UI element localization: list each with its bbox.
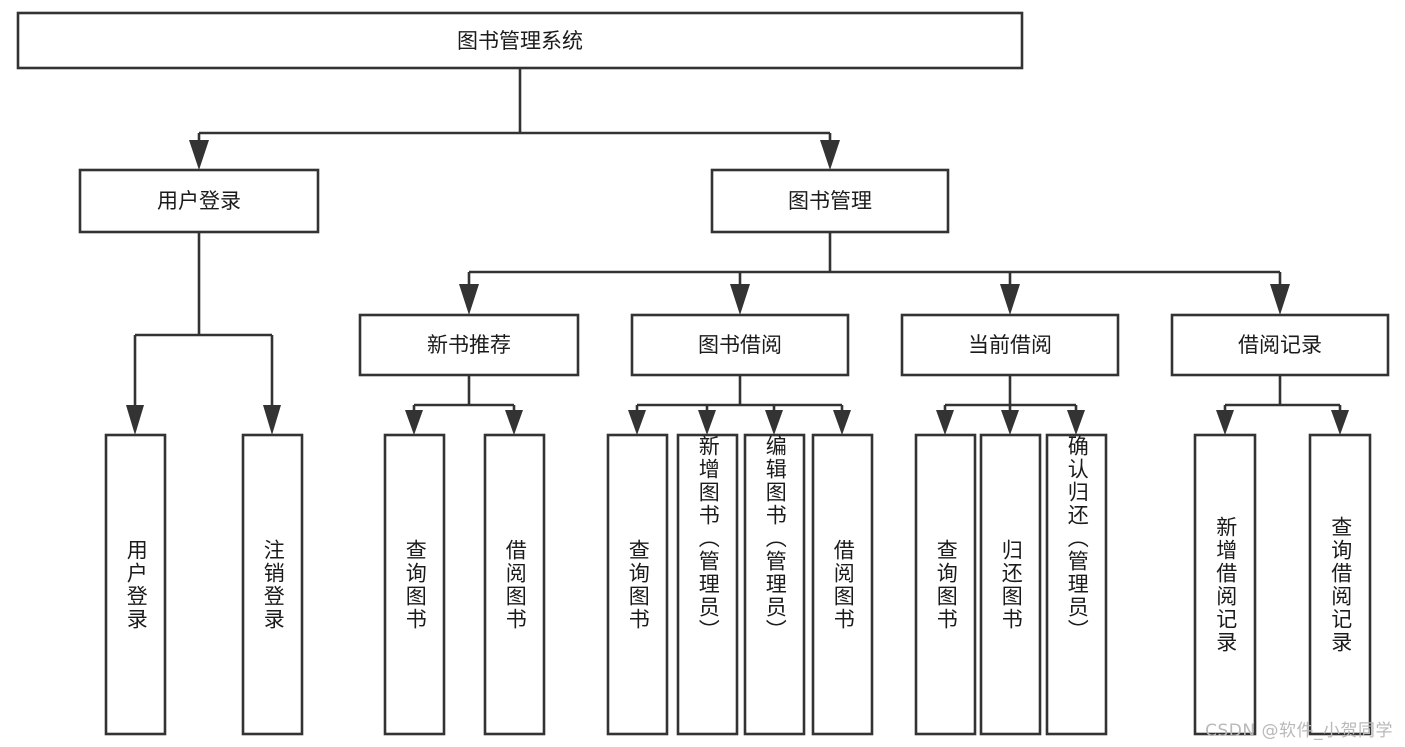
edge-group-user-login [126, 232, 281, 435]
node-current-borrow-label: 当前借阅 [968, 333, 1052, 357]
node-book-borrow-label: 图书借阅 [698, 333, 782, 357]
node-borrow-record-label: 借阅记录 [1238, 333, 1322, 357]
arrow-current-to-l3-icon [1067, 410, 1085, 435]
leaf-box-user-login[interactable] [104, 433, 167, 736]
node-book-manage-label: 图书管理 [788, 189, 872, 213]
leaf-box-query-book-current[interactable] [914, 433, 977, 736]
arrow-record-to-l2-icon [1331, 410, 1349, 435]
leaf-box-return-book[interactable] [979, 433, 1042, 736]
node-new-book-recommend-label: 新书推荐 [427, 333, 511, 357]
arrow-borrow-to-l4-icon [833, 410, 851, 435]
node-current-borrow[interactable]: 当前借阅 [900, 313, 1120, 377]
arrow-user-to-l1-icon [126, 405, 144, 435]
csdn-watermark: CSDN @软件_小贺同学 [1205, 721, 1393, 741]
leaf-box-query-book-borrow[interactable] [606, 433, 669, 736]
edge-group-current-borrow [936, 375, 1085, 435]
arrow-newbook-to-l2-icon [505, 410, 523, 435]
leaf-box-edit-book-admin[interactable] [743, 433, 806, 736]
edge-group-new-book [405, 375, 523, 435]
node-root-label: 图书管理系统 [457, 29, 583, 53]
arrow-record-to-l1-icon [1216, 410, 1234, 435]
arrow-root-to-user-icon [189, 140, 209, 170]
edge-group-root [189, 68, 840, 170]
node-book-manage[interactable]: 图书管理 [710, 168, 950, 234]
node-new-book-recommend[interactable]: 新书推荐 [358, 313, 580, 377]
node-book-manage-box[interactable] [710, 168, 950, 234]
arrow-current-to-l2-icon [1001, 410, 1019, 435]
arrow-current-to-l1-icon [936, 410, 954, 435]
leaf-box-query-borrow-record[interactable] [1308, 433, 1372, 736]
node-borrow-record-box[interactable] [1170, 313, 1390, 377]
node-user-login[interactable]: 用户登录 [78, 168, 320, 234]
leaf-box-confirm-return-admin[interactable] [1045, 433, 1108, 736]
node-current-borrow-box[interactable] [900, 313, 1120, 377]
arrow-book-to-borrow-icon [730, 284, 750, 315]
leaf-box-add-borrow-record[interactable] [1193, 433, 1257, 736]
node-new-book-recommend-box[interactable] [358, 313, 580, 377]
arrow-borrow-to-l3-icon [765, 410, 783, 435]
arrow-root-to-book-icon [820, 140, 840, 170]
arrow-borrow-to-l2-icon [698, 410, 716, 435]
leaf-box-query-book-new[interactable] [383, 433, 446, 736]
arrow-book-to-record-icon [1270, 284, 1290, 315]
arrow-borrow-to-l1-icon [628, 410, 646, 435]
node-root-box[interactable] [16, 11, 1024, 70]
edge-group-borrow-record [1216, 375, 1349, 435]
node-book-borrow[interactable]: 图书借阅 [630, 313, 850, 377]
arrow-user-to-l2-icon [263, 405, 281, 435]
node-root[interactable]: 图书管理系统 [16, 11, 1024, 70]
leaf-box-logout[interactable] [241, 433, 304, 736]
arrow-newbook-to-l1-icon [405, 410, 423, 435]
node-user-login-box[interactable] [78, 168, 320, 234]
leaf-box-borrow-book[interactable] [811, 433, 874, 736]
edge-group-book-manage [459, 232, 1290, 315]
node-book-borrow-box[interactable] [630, 313, 850, 377]
edge-group-book-borrow [628, 375, 851, 435]
arrow-book-to-new-icon [459, 284, 479, 315]
node-user-login-label: 用户登录 [157, 189, 241, 213]
arrow-book-to-current-icon [1000, 284, 1020, 315]
leaf-box-add-book-admin[interactable] [676, 433, 739, 736]
leaf-box-borrow-book-new[interactable] [483, 433, 546, 736]
node-borrow-record[interactable]: 借阅记录 [1170, 313, 1390, 377]
